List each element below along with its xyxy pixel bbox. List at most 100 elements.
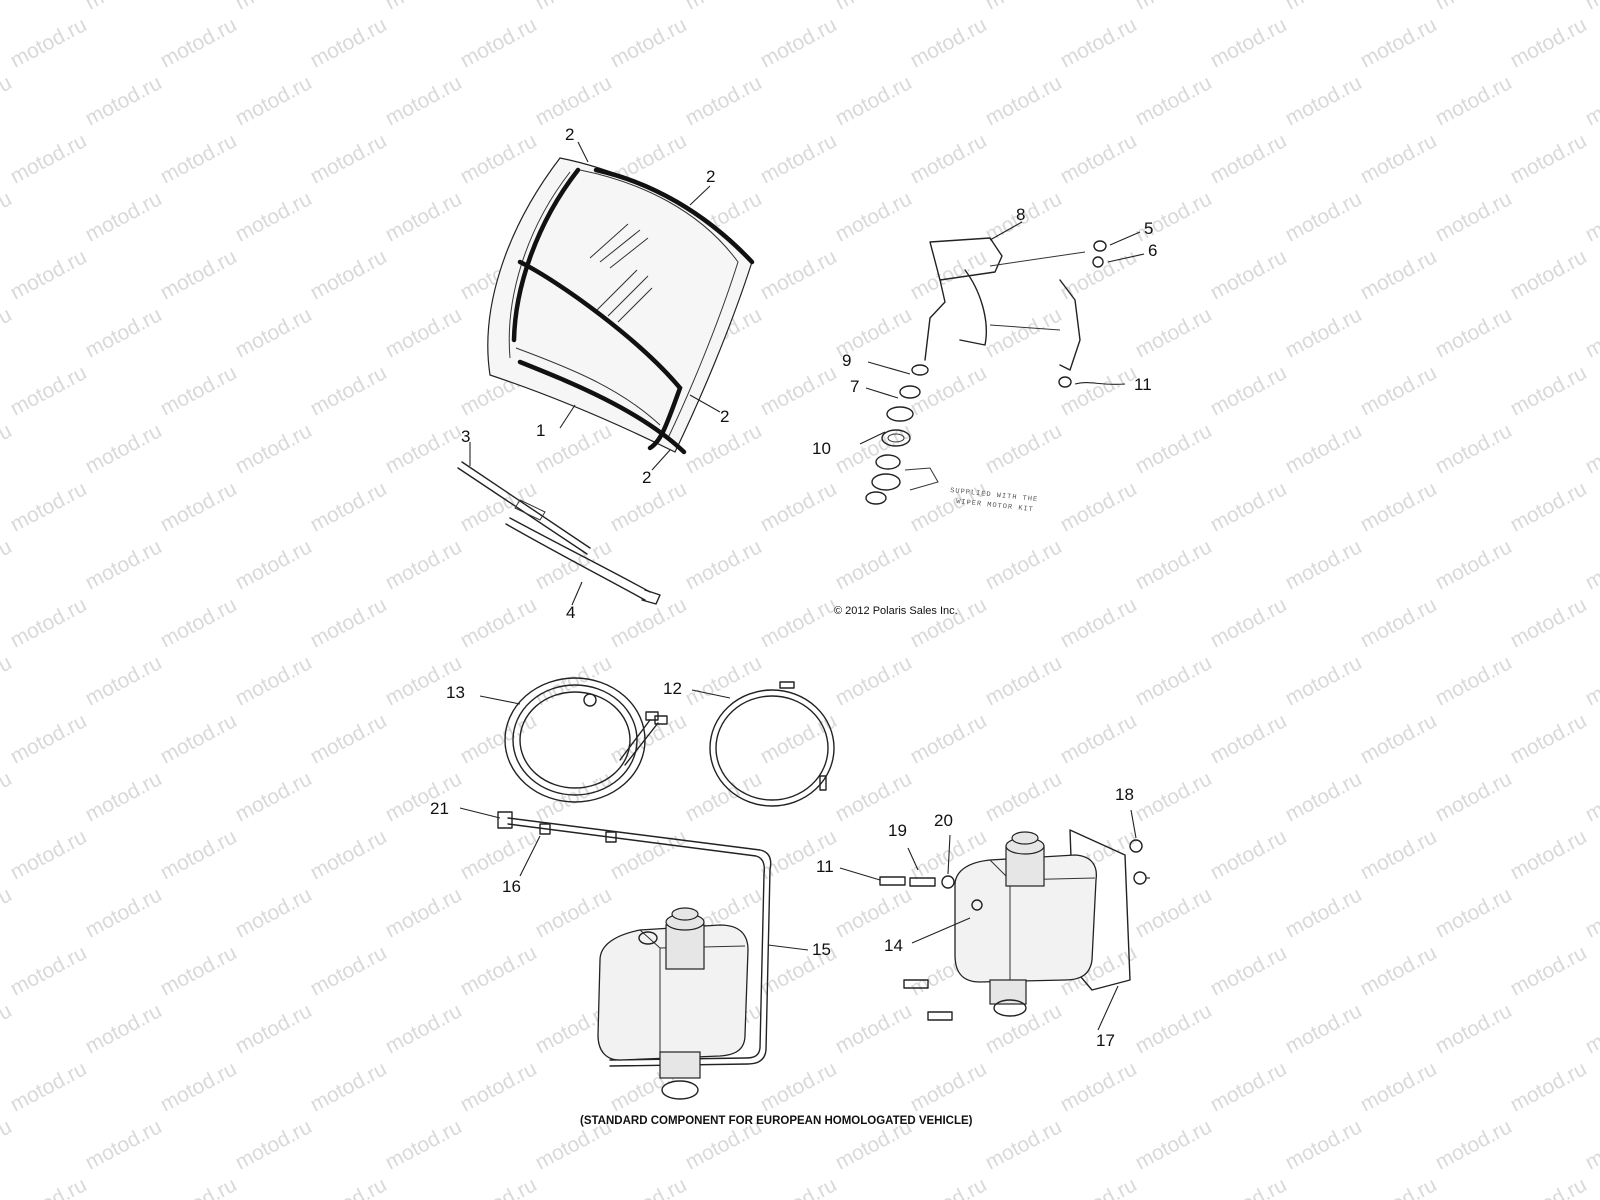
watermark-text: motod.ru bbox=[232, 419, 316, 478]
watermark-text: motod.ru bbox=[0, 71, 16, 130]
watermark-text: motod.ru bbox=[82, 0, 166, 14]
watermark-text: motod.ru bbox=[382, 1115, 466, 1174]
watermark-text: motod.ru bbox=[1057, 13, 1141, 72]
watermark-text: motod.ru bbox=[7, 1057, 91, 1116]
watermark-text: motod.ru bbox=[457, 941, 541, 1000]
watermark-text: motod.ru bbox=[307, 129, 391, 188]
watermark-text: motod.ru bbox=[1057, 1173, 1141, 1200]
watermark-text: motod.ru bbox=[1282, 303, 1366, 362]
watermark-text: motod.ru bbox=[1507, 1057, 1591, 1116]
watermark-text: motod.ru bbox=[157, 1057, 241, 1116]
watermark-text: motod.ru bbox=[1057, 709, 1141, 768]
watermark-text: motod.ru bbox=[382, 535, 466, 594]
watermark-text: motod.ru bbox=[1132, 71, 1216, 130]
watermark-text: motod.ru bbox=[832, 187, 916, 246]
watermark-text: motod.ru bbox=[1282, 1115, 1366, 1174]
watermark-text: motod.ru bbox=[82, 71, 166, 130]
watermark-text: motod.ru bbox=[0, 303, 16, 362]
watermark-text: motod.ru bbox=[1357, 129, 1441, 188]
watermark-text: motod.ru bbox=[982, 419, 1066, 478]
watermark-text: motod.ru bbox=[907, 1173, 991, 1200]
watermark-text: motod.ru bbox=[982, 303, 1066, 362]
callout-2-bottom: 2 bbox=[642, 468, 651, 487]
watermark-text: motod.ru bbox=[757, 593, 841, 652]
watermark-text: motod.ru bbox=[307, 941, 391, 1000]
watermark-text: motod.ru bbox=[607, 1173, 691, 1200]
washer-reservoir-left bbox=[597, 907, 749, 1100]
watermark-text: motod.ru bbox=[1207, 825, 1291, 884]
watermark-text: motod.ru bbox=[7, 13, 91, 72]
watermark-text: motod.ru bbox=[1132, 535, 1216, 594]
watermark-text: motod.ru bbox=[307, 361, 391, 420]
watermark-text: motod.ru bbox=[1507, 477, 1591, 536]
watermark-text: motod.ru bbox=[157, 477, 241, 536]
watermark-text: motod.ru bbox=[82, 651, 166, 710]
watermark-text: motod.ru bbox=[82, 419, 166, 478]
watermark-text: motod.ru bbox=[1507, 593, 1591, 652]
watermark-text: motod.ru bbox=[7, 361, 91, 420]
watermark-text: motod.ru bbox=[1282, 767, 1366, 826]
watermark-text: motod.ru bbox=[532, 0, 616, 14]
watermark-text: motod.ru bbox=[1132, 767, 1216, 826]
watermark-text: motod.ru bbox=[907, 13, 991, 72]
watermark-text: motod.ru bbox=[982, 71, 1066, 130]
callout-21: 21 bbox=[430, 799, 449, 818]
callout-2-upper-right: 2 bbox=[706, 167, 715, 186]
watermark-text: motod.ru bbox=[157, 129, 241, 188]
watermark-text: motod.ru bbox=[382, 0, 466, 14]
watermark-text: motod.ru bbox=[982, 1115, 1066, 1174]
watermark-text: motod.ru bbox=[1507, 245, 1591, 304]
watermark-text: motod.ru bbox=[457, 1173, 541, 1200]
callout-6: 6 bbox=[1148, 241, 1157, 260]
watermark-text: motod.ru bbox=[1207, 1057, 1291, 1116]
watermark-text: motod.ru bbox=[1132, 883, 1216, 942]
callout-9: 9 bbox=[842, 351, 851, 370]
watermark-text: motod.ru bbox=[1282, 535, 1366, 594]
watermark-text: motod.ru bbox=[157, 709, 241, 768]
watermark-text: motod.ru bbox=[832, 535, 916, 594]
watermark-text: motod.ru bbox=[157, 245, 241, 304]
watermark-text: motod.ru bbox=[232, 999, 316, 1058]
watermark-text: motod.ru bbox=[1132, 1115, 1216, 1174]
watermark-text: motod.ru bbox=[1132, 303, 1216, 362]
watermark-text: motod.ru bbox=[0, 535, 16, 594]
watermark-text: motod.ru bbox=[682, 0, 766, 14]
watermark-text: motod.ru bbox=[7, 593, 91, 652]
watermark-text: motod.ru bbox=[82, 535, 166, 594]
wiring-harness bbox=[504, 677, 668, 803]
watermark-text: motod.ru bbox=[1282, 883, 1366, 942]
callout-5: 5 bbox=[1144, 219, 1153, 238]
watermark-text: motod.ru bbox=[757, 13, 841, 72]
watermark-text: motod.ru bbox=[82, 883, 166, 942]
watermark-text: motod.ru bbox=[1282, 71, 1366, 130]
watermark-text: motod.ru bbox=[907, 129, 991, 188]
callout-4: 4 bbox=[566, 603, 575, 622]
watermark-text: motod.ru bbox=[157, 361, 241, 420]
washer-tube bbox=[497, 811, 772, 1067]
washer-reservoir-right bbox=[879, 829, 1147, 1021]
watermark-text: motod.ru bbox=[1432, 999, 1516, 1058]
watermark-text: motod.ru bbox=[1357, 941, 1441, 1000]
watermark-text: motod.ru bbox=[907, 709, 991, 768]
watermark-text: motod.ru bbox=[682, 535, 766, 594]
watermark-text: motod.ru bbox=[1432, 303, 1516, 362]
watermark-text: motod.ru bbox=[757, 477, 841, 536]
watermark-text: motod.ru bbox=[682, 419, 766, 478]
watermark-text: motod.ru bbox=[1507, 361, 1591, 420]
watermark-text: motod.ru bbox=[82, 303, 166, 362]
watermark-text: motod.ru bbox=[607, 709, 691, 768]
watermark-text: motod.ru bbox=[1132, 419, 1216, 478]
watermark-text: motod.ru bbox=[0, 419, 16, 478]
watermark-text: motod.ru bbox=[382, 767, 466, 826]
watermark-text: motod.ru bbox=[832, 419, 916, 478]
callout-8: 8 bbox=[1016, 205, 1025, 224]
watermark-text: motod.ru bbox=[1582, 535, 1600, 594]
callout-19: 19 bbox=[888, 821, 907, 840]
callout-1: 1 bbox=[536, 421, 545, 440]
watermark-text: motod.ru bbox=[1357, 477, 1441, 536]
wiper-motor-assembly bbox=[865, 237, 1107, 505]
watermark-text: motod.ru bbox=[1582, 883, 1600, 942]
watermark-text: motod.ru bbox=[1432, 71, 1516, 130]
watermark-text: motod.ru bbox=[1207, 593, 1291, 652]
